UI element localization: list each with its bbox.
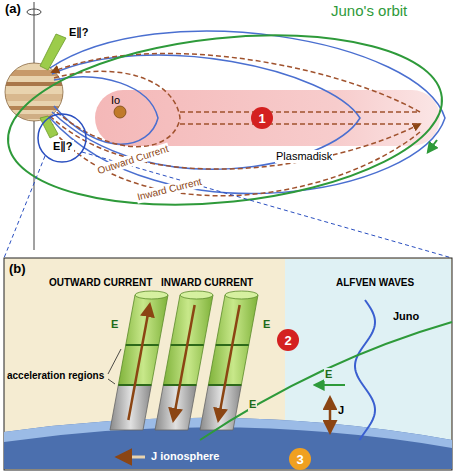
field-label: E (262, 318, 271, 331)
callout-text: 3 (296, 453, 303, 466)
callout-text: 2 (284, 334, 291, 347)
flux-tube (200, 291, 258, 430)
panel-label: (a) (4, 2, 22, 17)
field-label: E (324, 368, 333, 381)
region-label: Plasmadisk (275, 150, 333, 163)
spacecraft-label: Juno (392, 310, 420, 323)
field-label: E (110, 318, 119, 331)
panel-label: (b) (8, 262, 27, 277)
callout-number: 3 (289, 448, 311, 470)
current-label: J ionosphere (150, 450, 220, 463)
region-label: acceleration regions (6, 370, 105, 382)
current-label: OUTWARD CURRENT (48, 277, 153, 289)
callout-number: 1 (251, 107, 273, 129)
moon-label: Io (110, 94, 121, 107)
current-label: INWARD CURRENT (160, 277, 254, 289)
current-label: J (337, 404, 345, 417)
orbit-label: Juno's orbit (330, 2, 408, 19)
field-label: E (248, 398, 257, 411)
wave-label: ALFVEN WAVES (335, 277, 415, 289)
field-label: E∥? (52, 140, 74, 153)
field-label: E∥? (68, 26, 90, 39)
callout-number: 2 (277, 329, 299, 351)
callout-text: 1 (258, 112, 265, 125)
